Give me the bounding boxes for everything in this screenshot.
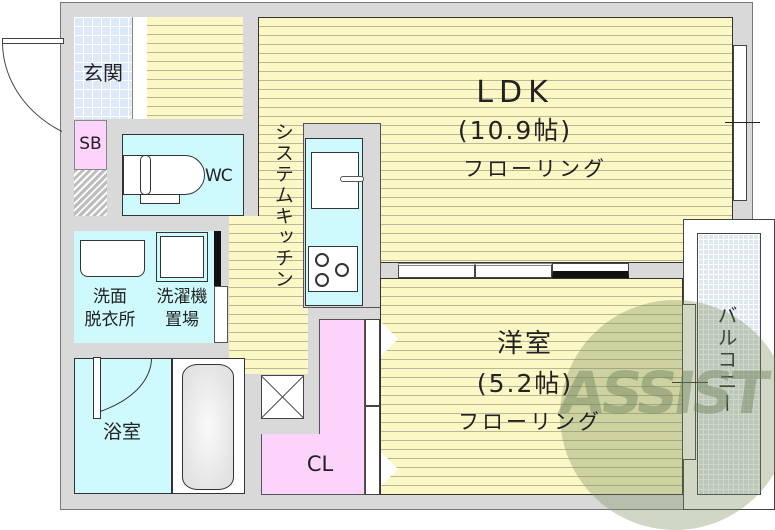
toilet-label: WC	[205, 166, 233, 186]
burner-icon	[315, 273, 329, 287]
closet-door-1[interactable]	[365, 319, 380, 406]
sliding-door-1[interactable]	[398, 263, 475, 278]
washer-icon	[156, 232, 208, 282]
pipe-space	[74, 170, 107, 216]
ldk-name: LDK	[476, 75, 554, 110]
toilet-tank-icon	[140, 155, 151, 195]
closet-door-2[interactable]	[365, 406, 380, 495]
burner-icon	[315, 253, 329, 267]
stove-icon	[308, 246, 358, 292]
ldk-window-mark	[725, 122, 760, 123]
western-room-floor	[380, 278, 683, 495]
toilet-base-icon	[140, 194, 180, 204]
door-marker-1	[381, 322, 398, 356]
washroom-sliding-door[interactable]	[214, 286, 228, 343]
western-room-size: (5.2帖)	[476, 369, 574, 398]
burner-icon	[335, 263, 349, 277]
sliding-door-3[interactable]	[552, 263, 629, 278]
balcony	[697, 233, 761, 495]
ldk-floor-type: フローリング	[463, 157, 607, 181]
balcony-label: バルコニー	[714, 305, 738, 415]
closet-label: CL	[306, 452, 334, 476]
shoe-box-label: SB	[79, 134, 102, 154]
washroom-label-1: 洗面	[93, 287, 127, 307]
bathroom-door[interactable]	[93, 357, 101, 419]
ldk-window[interactable]	[733, 45, 747, 201]
pipe-shaft	[261, 375, 304, 419]
washroom-door-dark	[214, 231, 221, 286]
western-room-floor-type: フローリング	[458, 410, 602, 434]
closet-lower	[261, 434, 365, 495]
washer-label-2: 置場	[165, 310, 199, 330]
western-room-name: 洋室	[496, 329, 553, 359]
door-marker-2	[381, 452, 398, 486]
western-window-mark	[672, 382, 708, 383]
bathroom-label: 浴室	[102, 421, 141, 443]
kitchen-label: システムキッチン	[271, 122, 294, 290]
ldk-size: (10.9帖)	[457, 116, 573, 145]
entrance-label: 玄関	[83, 61, 123, 85]
entrance-area	[74, 17, 132, 119]
sliding-door-2[interactable]	[475, 263, 552, 278]
hallway-floor	[147, 17, 243, 119]
kitchen-corridor-floor	[229, 216, 259, 374]
bathtub-basin-icon	[182, 364, 234, 490]
watermark-logo	[560, 300, 775, 530]
kitchen-floor	[258, 216, 308, 374]
faucet-icon	[340, 176, 364, 182]
washbasin-icon	[80, 240, 145, 277]
entrance-step	[132, 17, 147, 119]
toilet-icon	[123, 155, 205, 195]
shoe-box	[74, 120, 107, 170]
washroom-label-2: 脱衣所	[84, 310, 136, 330]
washer-label-1: 洗濯機	[156, 287, 208, 307]
